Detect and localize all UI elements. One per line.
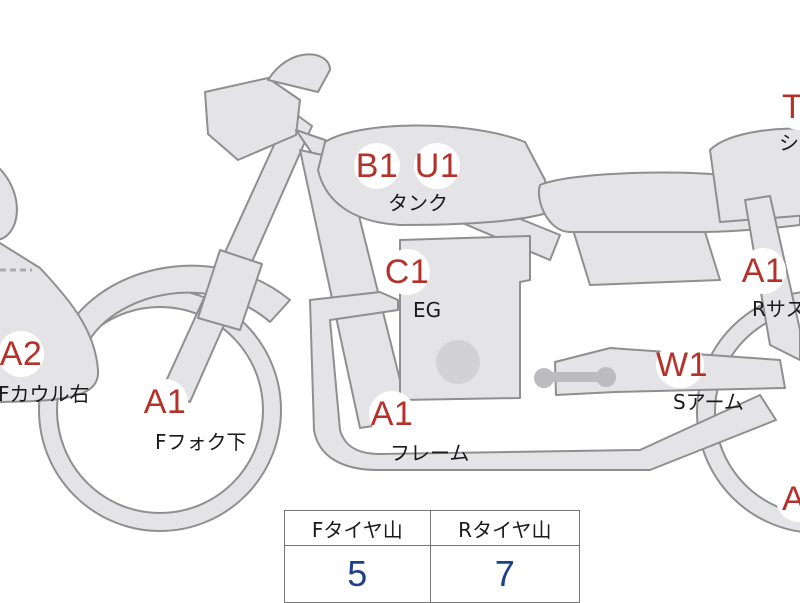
label-rear-suspension: Rサス [752,297,800,321]
badge-rear-suspension-a1: A1 [740,248,786,294]
headlight [204,77,301,161]
badge-fork-a1: A1 [142,379,188,425]
label-tank: タンク [388,191,448,215]
badge-tank-b1: B1 [354,143,400,189]
label-engine: EG [413,298,442,322]
badge-engine-c1: C1 [384,249,430,295]
rear-tire-value: 7 [429,545,581,603]
badge-swingarm-w1: W1 [656,342,708,388]
label-cowl: Fカウル右 [0,382,90,406]
label-fork: Fフォク下 [155,430,247,454]
front-tire-header: Fタイヤ山 [284,510,431,546]
label-seat: シ [779,131,799,155]
badge-cowl-a2: A2 [0,331,44,377]
label-swingarm: Sアーム [673,390,744,414]
rear-tire-header: Rタイヤ山 [429,510,581,546]
frame-cradle [309,291,777,471]
badge-frame-a1: A1 [369,391,415,437]
label-frame: フレーム [390,441,470,465]
front-tire-value: 5 [284,545,431,603]
badge-tank-u1: U1 [414,143,460,189]
tire-tread-table: Fタイヤ山 Rタイヤ山 5 7 [284,510,581,603]
